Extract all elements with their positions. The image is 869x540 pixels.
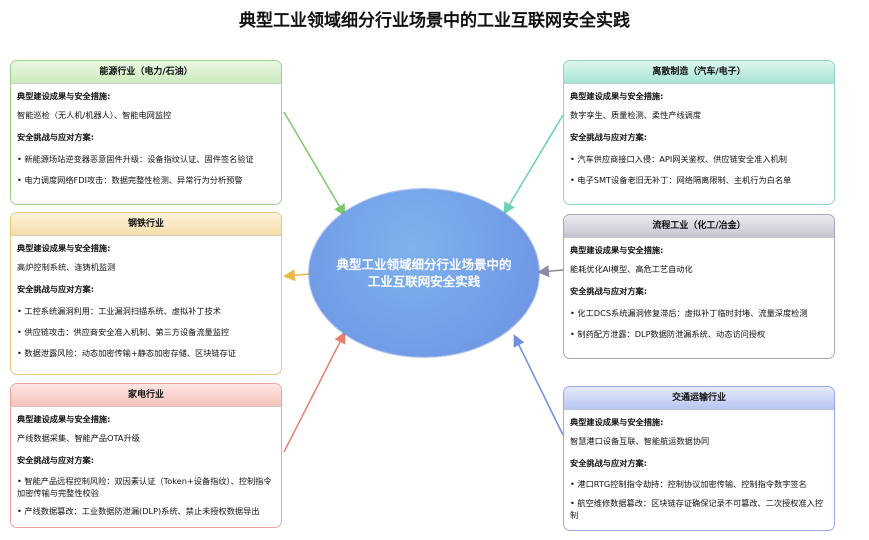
- card-steel-item: • 数据泄露风险：动态加密传输+静态加密存储、区块链存证: [17, 348, 236, 358]
- card-process-challenges-label: 安全挑战与应对方案:: [570, 286, 647, 296]
- card-steel-measures: 高炉控制系统、连铸机监测: [17, 262, 116, 272]
- card-transport-item: • 航空维修数据篡改：区块链存证确保记录不可篡改、二次授权准入控制: [570, 498, 824, 520]
- arrow-to-appliance: [283, 331, 346, 453]
- card-appliance: 家电行业 典型建设成果与安全措施: 产线数据采集、智能产品OTA升级 安全挑战与…: [10, 383, 282, 528]
- card-energy: 能源行业（电力/石油） 典型建设成果与安全措施: 智能巡检（无人机/机器人）、智…: [10, 60, 282, 205]
- card-discrete-title: 离散制造（汽车/电子）: [564, 61, 834, 84]
- card-transport-item: • 港口RTG控制指令劫持：控制协议加密传输、控制指令数字签名: [570, 479, 807, 489]
- card-process-item: • 化工DCS系统漏洞修复滞后：虚拟补丁临时封堵、流量深度检测: [570, 308, 808, 318]
- diagram-title: 典型工业领域细分行业场景中的工业互联网安全实践: [239, 11, 630, 31]
- card-appliance-measures-label: 典型建设成果与安全措施:: [17, 414, 111, 424]
- card-appliance-measures: 产线数据采集、智能产品OTA升级: [17, 433, 140, 443]
- card-process-industry: 流程工业（化工/冶金） 典型建设成果与安全措施: 能耗优化AI模型、高危工艺自动…: [563, 214, 835, 359]
- card-steel-item: • 工控系统漏洞利用：工业漏洞扫描系统、虚拟补丁技术: [17, 306, 221, 316]
- card-transport-measures-label: 典型建设成果与安全措施:: [570, 417, 664, 427]
- card-transport-title: 交通运输行业: [564, 387, 834, 410]
- card-steel: 钢铁行业 典型建设成果与安全措施: 高炉控制系统、连铸机监测 安全挑战与应对方案…: [10, 212, 282, 375]
- arrow-to-process: [537, 265, 564, 278]
- card-energy-item: • 新能源场站逆变器恶意固件升级：设备指纹认证、固件签名验证: [17, 154, 254, 164]
- central-topic-line1: 典型工业领域细分行业场景中的: [336, 257, 512, 272]
- card-appliance-challenges-label: 安全挑战与应对方案:: [17, 455, 94, 465]
- card-energy-measures: 智能巡检（无人机/机器人）、智能电网监控: [17, 110, 172, 120]
- card-steel-challenges-label: 安全挑战与应对方案:: [17, 284, 94, 294]
- card-process-measures-label: 典型建设成果与安全措施:: [570, 245, 664, 255]
- card-discrete-manufacturing: 离散制造（汽车/电子） 典型建设成果与安全措施: 数字孪生、质量检测、柔性产线调…: [563, 60, 835, 205]
- card-steel-item: • 供应链攻击：供应商安全准入机制、第三方设备流量监控: [17, 327, 230, 337]
- card-energy-title: 能源行业（电力/石油）: [11, 61, 281, 84]
- card-steel-measures-label: 典型建设成果与安全措施:: [17, 243, 111, 253]
- card-discrete-item: • 汽车供应商接口入侵：API网关鉴权、供应链安全准入机制: [570, 154, 787, 164]
- card-transport-challenges-label: 安全挑战与应对方案:: [570, 458, 647, 468]
- central-topic-node: 典型工业领域细分行业场景中的工业互联网安全实践: [309, 189, 539, 357]
- card-energy-measures-label: 典型建设成果与安全措施:: [17, 91, 111, 101]
- card-discrete-measures-label: 典型建设成果与安全措施:: [570, 91, 664, 101]
- card-appliance-title: 家电行业: [11, 384, 281, 407]
- card-discrete-challenges-label: 安全挑战与应对方案:: [570, 132, 647, 142]
- arrow-to-transport: [513, 334, 564, 436]
- card-transport: 交通运输行业 典型建设成果与安全措施: 智慧港口设备互联、智能航运数据协同 安全…: [563, 386, 835, 531]
- card-appliance-item: • 产线数据篡改：工业数据防泄漏(DLP)系统、禁止未授权数据导出: [17, 506, 260, 516]
- card-process-item: • 制药配方泄露：DLP数据防泄漏系统、动态访问授权: [570, 329, 766, 339]
- card-discrete-item: • 电子SMT设备老旧无补丁：网络隔离限制、主机行为白名单: [570, 175, 792, 185]
- arrow-to-steel: [283, 269, 310, 282]
- card-transport-measures: 智慧港口设备互联、智能航运数据协同: [570, 436, 710, 446]
- central-topic-line2: 工业互联网安全实践: [367, 274, 481, 289]
- card-steel-title: 钢铁行业: [11, 213, 281, 236]
- card-appliance-item: • 智能产品远程控制风险：双因素认证（Token+设备指纹）、控制指令加密传输与…: [17, 476, 272, 498]
- central-topic-text: 典型工业领域细分行业场景中的工业互联网安全实践: [309, 189, 539, 357]
- card-energy-item: • 电力调度网络FDI攻击：数据完整性检测、异常行为分析预警: [17, 175, 243, 185]
- card-discrete-measures: 数字孪生、质量检测、柔性产线调度: [570, 110, 702, 120]
- card-energy-challenges-label: 安全挑战与应对方案:: [17, 132, 94, 142]
- arrow-to-discrete: [503, 114, 564, 215]
- card-process-measures: 能耗优化AI模型、高危工艺自动化: [570, 264, 693, 274]
- card-process-title: 流程工业（化工/冶金）: [564, 215, 834, 238]
- arrow-to-energy: [283, 111, 346, 217]
